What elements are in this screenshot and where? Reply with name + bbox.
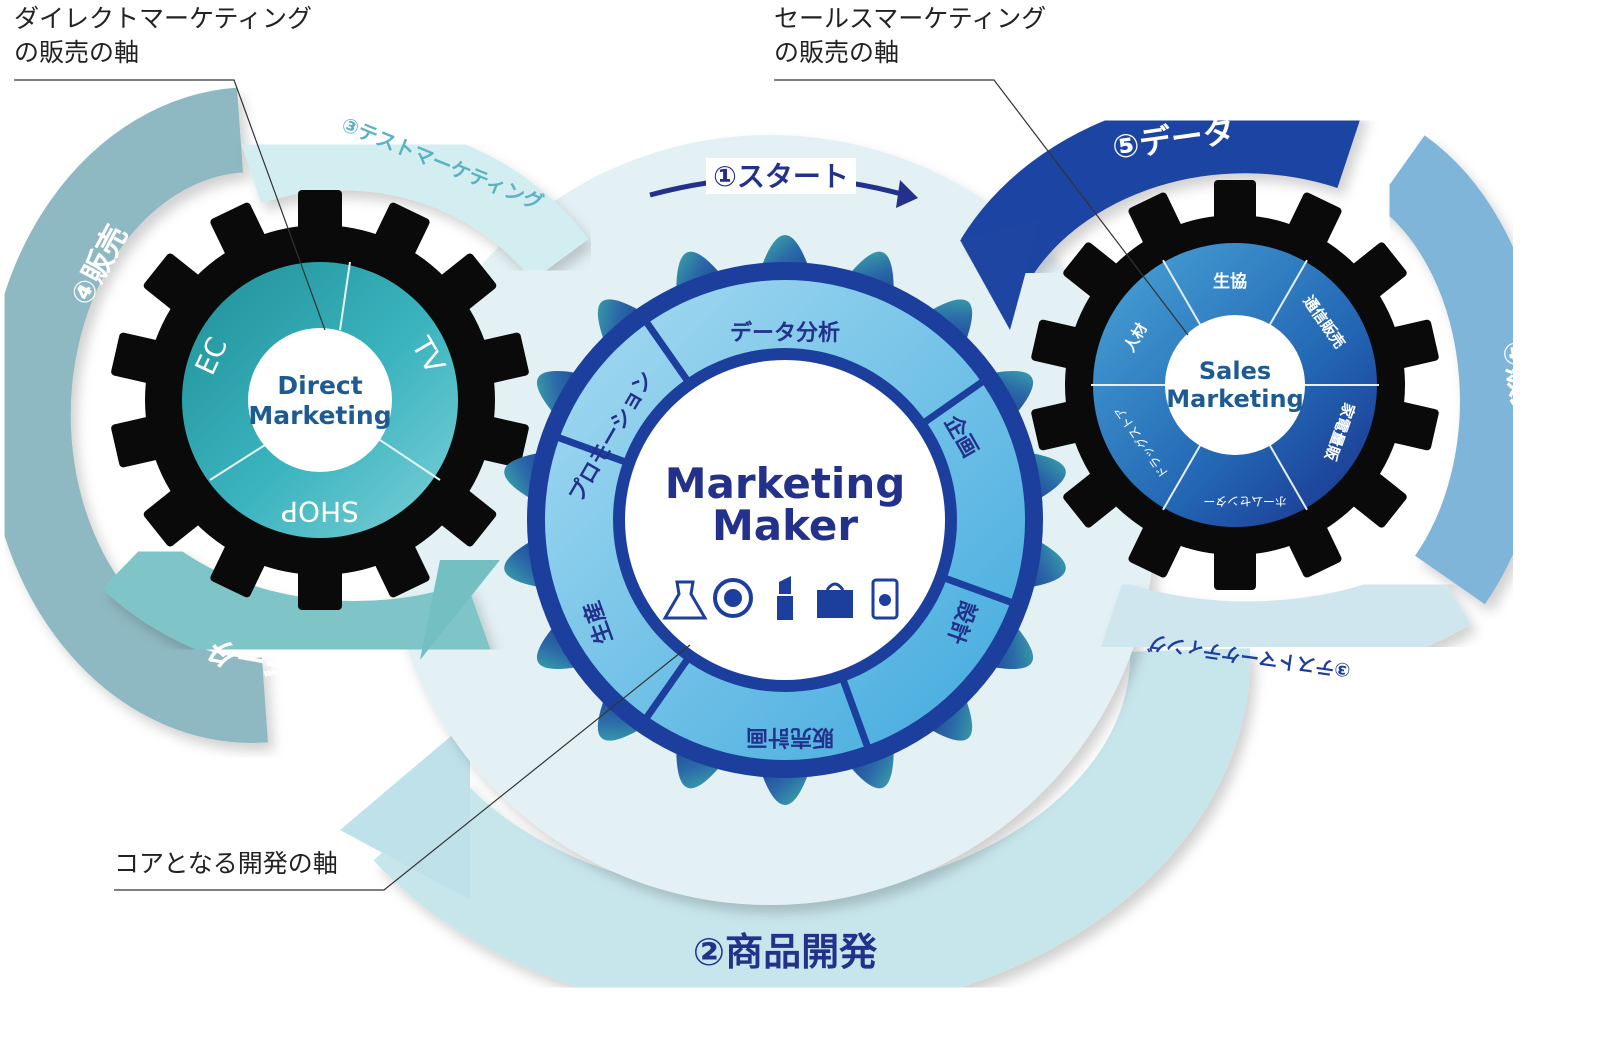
direct-title-line1: Direct [277,371,362,400]
direct-callout-leader [14,79,326,331]
sales-segment-home-center: ホームセンター [1203,494,1287,508]
core-callout-text: コアとなる開発の軸 [114,849,338,878]
product-development-label: ②商品開発 [693,930,878,974]
sales-segment-coop: 生協 [1213,271,1247,292]
sales-arc-test-band [1097,555,1471,682]
direct-arc-sales-band [0,87,268,743]
direct-segment-dividers [209,261,441,481]
direct-arrowhead [420,560,500,660]
sales-callout-leader [774,79,1189,336]
core-segment-divider [839,676,872,751]
sales-segment-divider [1268,443,1308,511]
start-arrow-head [896,180,918,208]
start-label: ①スタート [713,160,849,193]
direct-center-disc [248,328,392,472]
core-segment-sales-plan: 販売計画 [746,724,834,750]
core-segment-divider [642,655,692,722]
start-label-backdrop [706,158,856,194]
direct-callout-line2: の販売の軸 [14,38,140,67]
sales-segment-divider [1162,259,1202,327]
core-center-disc [625,360,945,680]
direct-callout-line1: ダイレクトマーケティング [14,4,313,33]
dress-icon [662,580,708,620]
core-segment-divider [920,377,987,427]
product-development-ring-band [373,648,1251,1017]
direct-marketing-callout: ダイレクトマーケティング の販売の軸 [14,2,312,70]
core-segment-divider [642,318,692,385]
sales-callout-line1: セールスマーケティング [774,4,1047,33]
direct-arc-test-band [238,120,589,282]
direct-marketing-gear: Direct Marketing TV SHOP EC [111,190,529,610]
sales-marketing-callout: セールスマーケティング の販売の軸 [774,2,1046,70]
core-title-line2: Maker [712,501,858,550]
direct-title-line2: Marketing [248,401,391,430]
compact-mirror-icon [713,578,753,618]
smartphone-icon [871,578,899,620]
sales-segment-dividers [1091,259,1379,511]
sales-callout-line2: の販売の軸 [774,38,900,67]
sales-segment-divider [1162,443,1202,511]
core-development-callout: コアとなる開発の軸 [114,847,338,881]
core-segment-data-analysis: データ分析 [730,320,840,346]
sales-marketing-gear: Sales Marketing 生協 通信販売 家電量販 ホームセンター ドラッ… [1031,180,1439,590]
sales-title-line1: Sales [1199,357,1271,385]
direct-segment-shop: SHOP [281,495,359,528]
direct-cycle-arcs [0,87,589,743]
sales-data-arrowhead [960,220,1040,330]
sales-arc-sales-band [1374,135,1545,605]
lipstick-icon [777,576,793,620]
sales-title-line2: Marketing [1166,385,1303,413]
marketing-maker-gear: Marketing Maker データ分析 企画 設計 販売計画 生産 プロモー… [504,235,1066,805]
core-segment-dividers [554,318,1016,751]
sales-cycle-arcs [960,93,1545,682]
sales-arc-data-band [960,93,1363,282]
sales-center-disc [1165,315,1305,455]
callout-leaders [14,79,1189,891]
handbag-icon [817,582,853,618]
product-development-arrowhead [340,720,470,900]
core-title-line1: Marketing [665,459,906,508]
core-segment-divider [941,574,1016,607]
core-callout-leader [114,644,691,891]
core-segment-divider [554,433,629,466]
sales-segment-divider [1268,259,1308,327]
start-arrow: ①スタート [649,158,918,208]
